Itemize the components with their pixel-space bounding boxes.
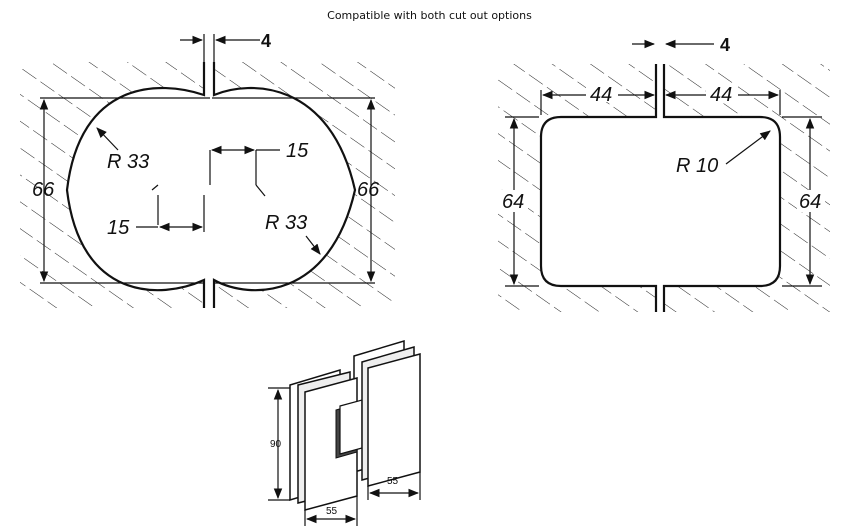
right-cutout: 4 44 44 64 64 R 10	[498, 35, 830, 312]
left-offset-top-label: 15	[286, 140, 309, 162]
left-height-label: 66	[32, 179, 55, 201]
right-corner-radius-arrow	[725, 130, 771, 165]
left-hatched-panel	[20, 62, 395, 308]
left-cutout: 66 66 4 R 33 R 33 15 15	[20, 31, 395, 308]
right-corner-radius-label: R 10	[676, 155, 718, 177]
left-gap-label: 4	[261, 31, 271, 51]
right-height-right-label: 64	[799, 191, 821, 213]
diagram-caption: Compatible with both cut out options	[327, 9, 532, 22]
right-gap-label: 4	[720, 35, 730, 55]
hinge-width-left-label: 55	[326, 506, 338, 517]
right-width-left-label: 44	[590, 84, 612, 106]
left-radius-bottom-arrow	[305, 235, 321, 255]
hinge-height-label: 90	[270, 439, 282, 450]
right-height-left-label: 64	[502, 191, 524, 213]
left-offset-bottom-label: 15	[107, 217, 130, 239]
hinge-drawing: 90 55 55	[268, 339, 421, 526]
right-width-right-label: 44	[710, 84, 732, 106]
left-radius-top-arrow	[96, 127, 119, 151]
hinge-width-right-label: 55	[387, 476, 399, 487]
left-cutout-outline	[65, 62, 357, 308]
right-cutout-outline	[539, 64, 782, 312]
right-height-label: 66	[357, 179, 380, 201]
left-radius-top-label: R 33	[107, 151, 149, 173]
left-radius-bottom-label: R 33	[265, 212, 307, 234]
